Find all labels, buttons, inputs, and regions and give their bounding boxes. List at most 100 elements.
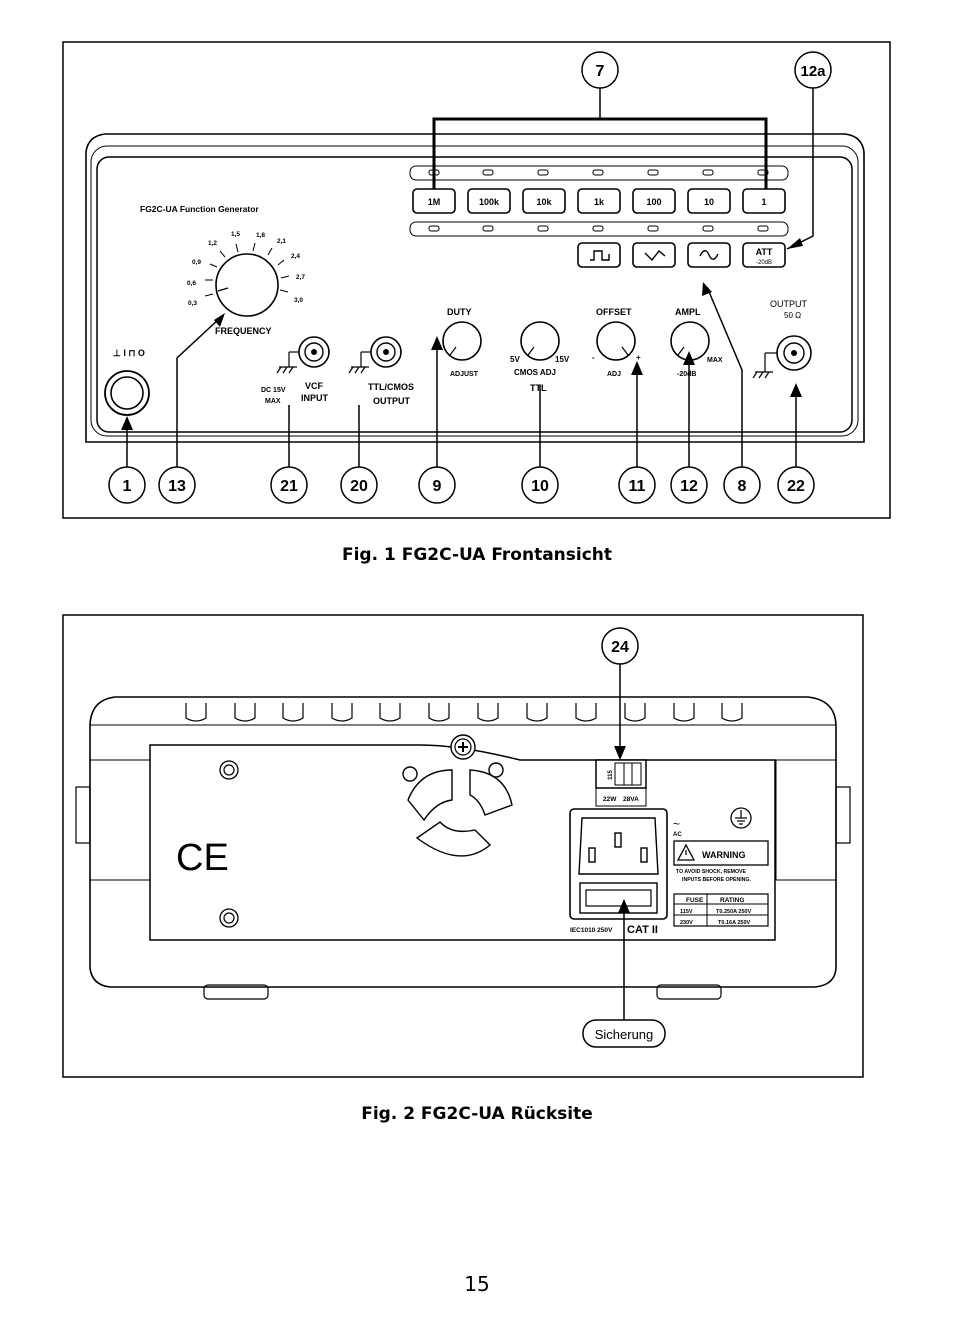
callout-10: 10 bbox=[521, 466, 559, 504]
svg-text:-20dB: -20dB bbox=[756, 260, 772, 266]
fuse-rating-table: FUSE RATING 115V T0.250A 250V 230V T0.16… bbox=[673, 893, 769, 927]
callout-20: 20 bbox=[340, 466, 378, 504]
svg-text:11: 11 bbox=[629, 478, 646, 495]
screw-icon bbox=[219, 908, 239, 928]
cmos-adj-knob[interactable] bbox=[520, 321, 560, 361]
vcf-input-connector[interactable] bbox=[298, 336, 330, 368]
svg-text:ADJUST: ADJUST bbox=[450, 371, 479, 378]
duty-knob[interactable] bbox=[442, 321, 482, 361]
svg-text:100k: 100k bbox=[479, 197, 500, 207]
offset-knob[interactable] bbox=[596, 321, 636, 361]
power-switch-label: ⊥ I ⊓ O bbox=[113, 348, 145, 358]
voltage-selector-switch[interactable]: 115 bbox=[595, 759, 647, 789]
svg-text:-20dB: -20dB bbox=[677, 371, 696, 378]
svg-text:1: 1 bbox=[123, 478, 132, 495]
range-button-10k[interactable]: 10k bbox=[522, 188, 566, 214]
svg-text:0,3: 0,3 bbox=[188, 300, 197, 307]
svg-text:3,0: 3,0 bbox=[294, 297, 303, 304]
phillips-screw-icon bbox=[450, 734, 476, 760]
svg-text:IEC1010 250V: IEC1010 250V bbox=[570, 927, 613, 934]
figure-2-caption: Fig. 2 FG2C-UA Rücksite bbox=[361, 1104, 593, 1124]
page-number: 15 bbox=[464, 1272, 490, 1296]
figure-1-caption: Fig. 1 FG2C-UA Frontansicht bbox=[341, 545, 613, 565]
svg-text:115V: 115V bbox=[680, 909, 693, 915]
range-button-10[interactable]: 10 bbox=[687, 188, 731, 214]
output-connector[interactable] bbox=[776, 335, 812, 371]
svg-text:0,9: 0,9 bbox=[192, 259, 201, 266]
ac-symbol: ~ bbox=[673, 817, 680, 831]
ground-icon bbox=[752, 352, 777, 379]
frequency-dial[interactable] bbox=[215, 253, 279, 317]
callout-21: 21 bbox=[270, 466, 308, 504]
svg-text:INPUTS BEFORE OPENING.: INPUTS BEFORE OPENING. bbox=[682, 877, 751, 883]
svg-text:115: 115 bbox=[608, 770, 614, 780]
svg-text:9: 9 bbox=[433, 478, 442, 495]
svg-text:1,2: 1,2 bbox=[208, 240, 217, 247]
fan-grille bbox=[402, 762, 513, 857]
square-wave-icon bbox=[590, 250, 610, 261]
svg-text:ADJ: ADJ bbox=[607, 371, 621, 378]
callout-7-bracket bbox=[432, 117, 768, 189]
svg-text:1k: 1k bbox=[594, 197, 605, 207]
svg-text:2,4: 2,4 bbox=[291, 253, 300, 260]
svg-text:12a: 12a bbox=[800, 63, 826, 80]
svg-text:15V: 15V bbox=[555, 355, 570, 364]
panel-title: FG2C-UA Function Generator bbox=[140, 204, 259, 214]
range-button-1[interactable]: 1 bbox=[742, 188, 786, 214]
svg-text:21: 21 bbox=[280, 478, 298, 495]
svg-text:10: 10 bbox=[531, 478, 549, 495]
earth-ground-icon bbox=[730, 807, 752, 829]
svg-text:2,7: 2,7 bbox=[296, 274, 305, 281]
svg-text:OFFSET: OFFSET bbox=[596, 307, 632, 317]
range-button-1m[interactable]: 1M bbox=[412, 188, 456, 214]
svg-text:2,1: 2,1 bbox=[277, 238, 286, 245]
svg-text:T0.250A 250V: T0.250A 250V bbox=[716, 909, 752, 915]
ttl-cmos-output-connector[interactable] bbox=[370, 336, 402, 368]
svg-text:1,5: 1,5 bbox=[231, 231, 240, 238]
figure-2-frame bbox=[62, 614, 864, 1078]
figure-1-frame bbox=[62, 41, 891, 519]
callout-11: 11 bbox=[618, 466, 656, 504]
svg-text:230V: 230V bbox=[680, 920, 693, 926]
warning-title: WARNING bbox=[702, 850, 746, 860]
waveform-triangle-button[interactable] bbox=[632, 242, 676, 268]
range-button-100k[interactable]: 100k bbox=[467, 188, 511, 214]
front-panel-inner bbox=[96, 156, 853, 433]
svg-text:DC 15V: DC 15V bbox=[261, 387, 286, 394]
callout-arrowheads bbox=[121, 282, 802, 430]
range-button-100[interactable]: 100 bbox=[632, 188, 676, 214]
svg-text:INPUT: INPUT bbox=[301, 393, 329, 403]
svg-text:8: 8 bbox=[738, 478, 747, 495]
svg-text:OUTPUT: OUTPUT bbox=[373, 396, 411, 406]
svg-text:10: 10 bbox=[704, 197, 714, 207]
svg-text:Sicherung: Sicherung bbox=[595, 1027, 654, 1042]
svg-text:10k: 10k bbox=[536, 197, 552, 207]
foot-left bbox=[203, 984, 269, 1000]
screw-icon bbox=[219, 760, 239, 780]
front-panel-outline bbox=[85, 133, 865, 443]
svg-text:24: 24 bbox=[611, 639, 629, 656]
callout-leaders bbox=[126, 286, 797, 467]
svg-text:MAX: MAX bbox=[265, 398, 281, 405]
range-button-1k[interactable]: 1k bbox=[577, 188, 621, 214]
ground-icon bbox=[276, 351, 299, 374]
waveform-square-button[interactable] bbox=[577, 242, 621, 268]
led-row-bottom bbox=[428, 225, 769, 232]
fuse-holder[interactable] bbox=[579, 882, 658, 914]
callout-12: 12 bbox=[670, 466, 708, 504]
svg-text:1,8: 1,8 bbox=[256, 232, 265, 239]
figure-1-front-view: FG2C-UA Function Generator 1M 100k 10k 1… bbox=[62, 41, 891, 519]
foot-right bbox=[656, 984, 722, 1000]
power-button[interactable] bbox=[104, 370, 150, 416]
svg-text:ATT: ATT bbox=[756, 247, 773, 257]
svg-text:-: - bbox=[592, 353, 595, 362]
svg-text:0,6: 0,6 bbox=[187, 280, 196, 287]
rear-panel-outline bbox=[89, 696, 837, 988]
svg-text:13: 13 bbox=[168, 478, 186, 495]
svg-text:100: 100 bbox=[646, 197, 661, 207]
sine-wave-icon bbox=[699, 250, 719, 260]
att-button[interactable]: ATT -20dB bbox=[742, 242, 786, 268]
waveform-sine-button[interactable] bbox=[687, 242, 731, 268]
svg-text:5V: 5V bbox=[510, 355, 520, 364]
callout-22: 22 bbox=[777, 466, 815, 504]
